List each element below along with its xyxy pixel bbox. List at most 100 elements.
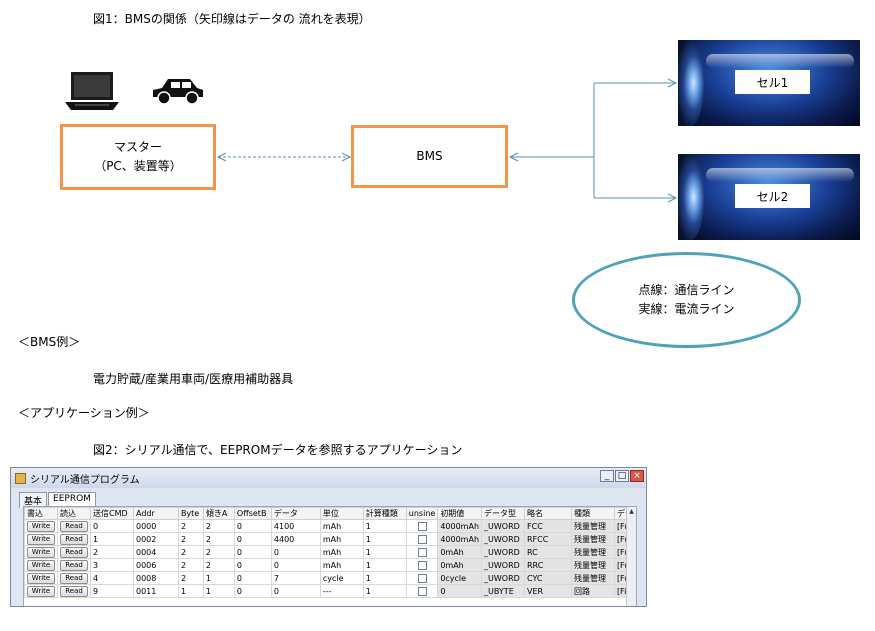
scroll-up-icon[interactable]: ▲: [629, 508, 634, 515]
cell-cmd[interactable]: 4: [90, 571, 134, 585]
cell-offset[interactable]: 0: [233, 519, 272, 533]
cell-offset[interactable]: 0: [233, 558, 272, 572]
cell-unit[interactable]: cycle: [319, 571, 364, 585]
cell-unit[interactable]: mAh: [319, 558, 364, 572]
cell-offset[interactable]: 0: [233, 545, 272, 559]
read-button[interactable]: Read: [60, 533, 88, 545]
write-button[interactable]: Write: [27, 559, 55, 571]
cell-init: 0mAh: [437, 558, 483, 572]
read-button[interactable]: Read: [60, 546, 88, 558]
minimize-icon[interactable]: _: [600, 470, 614, 482]
cell-calc[interactable]: 1: [362, 571, 407, 585]
cell-cmd[interactable]: 3: [90, 558, 134, 572]
write-button[interactable]: Write: [27, 572, 55, 584]
write-button[interactable]: Write: [27, 520, 55, 532]
unsigned-checkbox[interactable]: [417, 586, 427, 596]
read-button[interactable]: Read: [60, 559, 88, 571]
write-button[interactable]: Write: [27, 585, 55, 597]
cell-slope[interactable]: 1: [202, 571, 235, 585]
eeprom-grid[interactable]: 書込 読込 送信CMD Addr Byte 傾きA OffsetB データ 単位…: [23, 506, 637, 606]
tab-basic[interactable]: 基本: [19, 492, 48, 508]
cell-byte[interactable]: 2: [177, 545, 204, 559]
cell-unit[interactable]: mAh: [319, 532, 364, 546]
cell-unit[interactable]: ---: [319, 584, 364, 598]
cell-byte[interactable]: 2: [177, 532, 204, 546]
cell-cmd[interactable]: 2: [90, 545, 134, 559]
cell-cmd[interactable]: 0: [90, 519, 134, 533]
master-sublabel: （PC、装置等）: [94, 159, 182, 173]
col-header[interactable]: 略名: [524, 507, 572, 520]
cell-offset[interactable]: 0: [233, 584, 272, 598]
cell-data[interactable]: 0: [270, 545, 321, 559]
cell-slope[interactable]: 2: [202, 545, 235, 559]
cell-addr[interactable]: 0000: [132, 519, 179, 533]
cell-byte[interactable]: 2: [177, 558, 204, 572]
cell-slope[interactable]: 1: [202, 584, 235, 598]
cell-slope[interactable]: 2: [202, 519, 235, 533]
cell-data[interactable]: 7: [270, 571, 321, 585]
cell-data[interactable]: 0: [270, 584, 321, 598]
window-controls: _ □ ×: [600, 470, 644, 482]
maximize-icon[interactable]: □: [615, 470, 629, 482]
cell-byte[interactable]: 2: [177, 571, 204, 585]
col-header[interactable]: 単位: [319, 507, 364, 520]
col-header[interactable]: 計算種類: [362, 507, 407, 520]
col-header[interactable]: unsine: [405, 507, 439, 520]
unsigned-checkbox[interactable]: [417, 521, 427, 531]
cell-calc[interactable]: 1: [362, 558, 407, 572]
cell-byte[interactable]: 1: [177, 584, 204, 598]
cell-addr[interactable]: 0006: [132, 558, 179, 572]
window-titlebar[interactable]: シリアル通信プログラム: [11, 468, 646, 488]
col-header[interactable]: 初期値: [437, 507, 483, 520]
unsigned-checkbox[interactable]: [417, 573, 427, 583]
cell-cmd[interactable]: 9: [90, 584, 134, 598]
read-button[interactable]: Read: [60, 585, 88, 597]
read-button-cell: Read: [57, 571, 91, 585]
read-button[interactable]: Read: [60, 572, 88, 584]
col-header[interactable]: 書込: [24, 507, 58, 520]
unsigned-checkbox[interactable]: [417, 534, 427, 544]
cell-unit[interactable]: mAh: [319, 545, 364, 559]
cell-addr[interactable]: 0011: [132, 584, 179, 598]
cell-data[interactable]: 0: [270, 558, 321, 572]
cell-addr[interactable]: 0004: [132, 545, 179, 559]
unsigned-checkbox[interactable]: [417, 560, 427, 570]
cell-calc[interactable]: 1: [362, 532, 407, 546]
col-header[interactable]: データ: [270, 507, 321, 520]
cell-calc[interactable]: 1: [362, 519, 407, 533]
cell-addr[interactable]: 0008: [132, 571, 179, 585]
cell-unit[interactable]: mAh: [319, 519, 364, 533]
write-button[interactable]: Write: [27, 533, 55, 545]
cell-offset[interactable]: 0: [233, 532, 272, 546]
cell-slope[interactable]: 2: [202, 532, 235, 546]
col-header[interactable]: 送信CMD: [90, 507, 134, 520]
cell-data[interactable]: 4400: [270, 532, 321, 546]
cell-offset[interactable]: 0: [233, 571, 272, 585]
col-header[interactable]: 傾きA: [202, 507, 235, 520]
col-header[interactable]: 種類: [570, 507, 615, 520]
close-icon[interactable]: ×: [630, 470, 644, 482]
vertical-scrollbar[interactable]: ▲: [626, 507, 636, 606]
cell-slope[interactable]: 2: [202, 558, 235, 572]
unsigned-checkbox[interactable]: [417, 547, 427, 557]
read-button[interactable]: Read: [60, 520, 88, 532]
write-button[interactable]: Write: [27, 546, 55, 558]
cell-addr[interactable]: 0002: [132, 532, 179, 546]
cell-calc[interactable]: 1: [362, 545, 407, 559]
col-header[interactable]: Byte: [177, 507, 204, 520]
col-header[interactable]: データ型: [481, 507, 525, 520]
col-header[interactable]: OffsetB: [233, 507, 272, 520]
cell-calc[interactable]: 1: [362, 584, 407, 598]
cell-data[interactable]: 4100: [270, 519, 321, 533]
cell-byte[interactable]: 2: [177, 519, 204, 533]
col-header[interactable]: 読込: [57, 507, 91, 520]
col-header[interactable]: Addr: [132, 507, 179, 520]
tab-eeprom[interactable]: EEPROM: [48, 492, 96, 508]
cell-cmd[interactable]: 1: [90, 532, 134, 546]
